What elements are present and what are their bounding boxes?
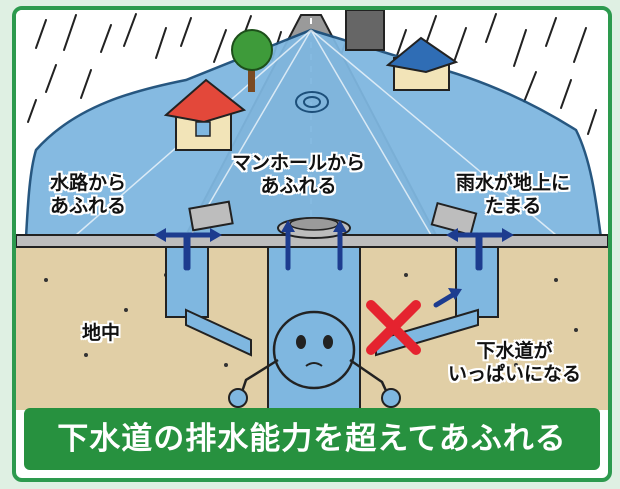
left-pipe (185, 308, 252, 357)
cross-mark (366, 300, 421, 355)
left-house (163, 78, 247, 151)
building (345, 10, 385, 51)
tree-crown (231, 29, 273, 71)
arrow-heads (154, 220, 514, 300)
left-inlet (165, 200, 234, 318)
label-waterway: 水路から あふれる (50, 172, 127, 217)
label-rain: 雨水が地上に たまる (456, 172, 571, 217)
flood-water (24, 28, 603, 240)
right-house (385, 36, 459, 91)
label-sewer-full: 下水道が いっぱいになる (448, 340, 582, 385)
whirlpool (295, 91, 329, 113)
caption-banner: 下水道の排水能力を超えてあふれる (24, 408, 600, 470)
flood-scene (16, 10, 608, 410)
label-manhole: マンホールから あふれる (232, 152, 366, 197)
right-pipe (375, 308, 479, 357)
label-underground: 地中 (82, 322, 121, 344)
sewer-character (228, 310, 401, 408)
overflow-arrows (158, 227, 509, 308)
illustration-panel: 水路から あふれる マンホールから あふれる 雨水が地上に たまる 地中 下水道… (12, 6, 612, 482)
tree-trunk (248, 62, 255, 92)
